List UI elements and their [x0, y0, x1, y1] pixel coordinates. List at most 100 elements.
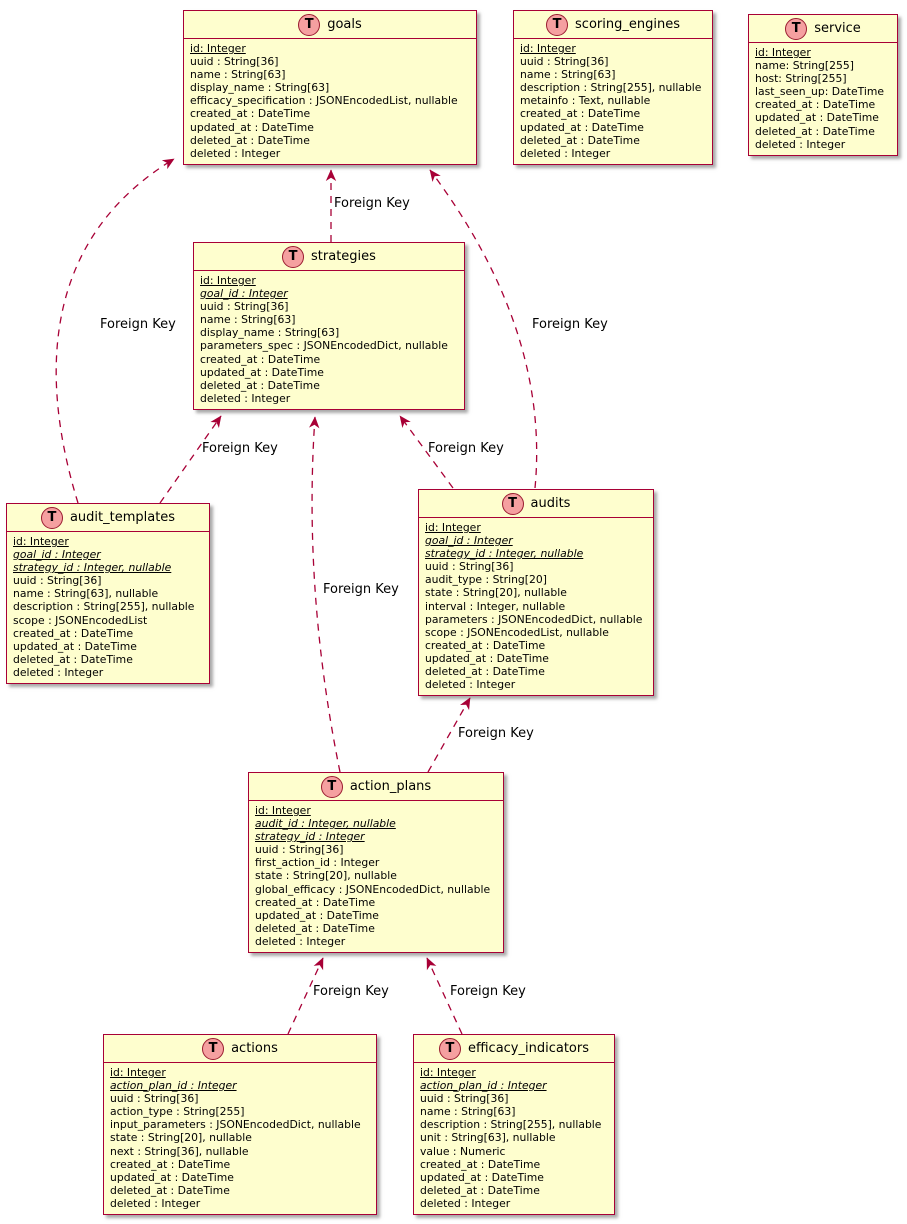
field-row-efficacy_indicators: action_plan_id : Integer [420, 1079, 547, 1093]
field-row-audits: deleted : Integer [425, 678, 516, 692]
field-row-audit_templates: description : String[255], nullable [13, 600, 195, 614]
field-row-audit_templates: name : String[63], nullable [13, 587, 159, 601]
field-row-efficacy_indicators: value : Numeric [420, 1144, 506, 1158]
field-row-audits: audit_type : String[20] [425, 573, 547, 587]
field-row-audits: uuid : String[36] [425, 560, 514, 574]
field-row-actions: input_parameters : JSONEncodedDict, null… [110, 1118, 361, 1132]
fk-arrow-audit_templates-to-strategies [159, 415, 222, 504]
table-type-icon: T [501, 492, 524, 515]
field-row-efficacy_indicators: deleted : Integer [420, 1196, 511, 1210]
field-row-actions: next : String[36], nullable [110, 1144, 249, 1158]
field-row-audit_templates: scope : JSONEncodedList [13, 613, 148, 627]
field-row-scoring_engines: uuid : String[36] [520, 55, 609, 69]
field-row-audits: scope : JSONEncodedList, nullable [425, 625, 609, 639]
field-row-scoring_engines: metainfo : Text, nullable [520, 94, 651, 108]
field-row-strategies: deleted : Integer [200, 391, 291, 405]
table-type-icon: T [282, 245, 305, 268]
table-type-icon: T [40, 506, 63, 529]
field-row-efficacy_indicators: id: Integer [420, 1066, 476, 1079]
fk-label-strategies-to-goals: Foreign Key [334, 196, 410, 211]
field-row-audits: interval : Integer, nullable [425, 599, 566, 613]
field-row-audits: updated_at : DateTime [425, 651, 549, 665]
field-row-audit_templates: id: Integer [13, 535, 69, 548]
field-row-actions: action_type : String[255] [110, 1105, 245, 1119]
field-row-action_plans: state : String[20], nullable [255, 869, 397, 883]
field-row-scoring_engines: deleted_at : DateTime [520, 133, 640, 147]
field-row-strategies: uuid : String[36] [200, 300, 289, 314]
field-row-service: deleted_at : DateTime [755, 124, 875, 138]
field-row-goals: efficacy_specification : JSONEncodedList… [190, 94, 458, 108]
field-row-strategies: display_name : String[63] [200, 326, 340, 340]
field-row-audit_templates: created_at : DateTime [13, 626, 134, 640]
field-row-goals: deleted_at : DateTime [190, 133, 310, 147]
field-row-scoring_engines: description : String[255], nullable [520, 81, 702, 95]
table-title-actions: actions [231, 1041, 278, 1056]
field-row-goals: display_name : String[63] [190, 81, 330, 95]
field-row-actions: uuid : String[36] [110, 1092, 199, 1106]
field-row-service: created_at : DateTime [755, 98, 876, 112]
field-row-audit_templates: goal_id : Integer [13, 548, 101, 562]
field-row-actions: created_at : DateTime [110, 1157, 231, 1171]
field-row-efficacy_indicators: name : String[63] [420, 1105, 516, 1119]
field-row-audits: goal_id : Integer [425, 534, 513, 548]
field-row-audits: created_at : DateTime [425, 638, 546, 652]
field-row-audit_templates: strategy_id : Integer, nullable [13, 561, 172, 575]
field-row-action_plans: strategy_id : Integer [255, 830, 365, 844]
field-row-goals: id: Integer [190, 42, 246, 55]
table-title-strategies: strategies [311, 249, 376, 264]
field-row-action_plans: id: Integer [255, 804, 311, 817]
field-row-efficacy_indicators: deleted_at : DateTime [420, 1183, 540, 1197]
field-row-audit_templates: updated_at : DateTime [13, 639, 137, 653]
table-type-icon: T [438, 1037, 461, 1060]
field-row-scoring_engines: name : String[63] [520, 68, 616, 82]
field-row-actions: id: Integer [110, 1066, 166, 1079]
field-row-action_plans: deleted : Integer [255, 934, 346, 948]
field-row-scoring_engines: id: Integer [520, 42, 576, 55]
field-row-scoring_engines: deleted : Integer [520, 146, 611, 160]
table-title-goals: goals [327, 17, 362, 32]
table-title-audit_templates: audit_templates [69, 510, 176, 525]
table-type-icon: T [202, 1037, 225, 1060]
field-row-action_plans: global_efficacy : JSONEncodedDict, nulla… [255, 882, 491, 896]
field-row-audits: deleted_at : DateTime [425, 665, 545, 679]
fk-label-audit_templates-to-goals: Foreign Key [100, 317, 176, 332]
field-row-action_plans: deleted_at : DateTime [255, 921, 375, 935]
table-title-service: service [814, 21, 861, 36]
table-title-action_plans: action_plans [349, 779, 432, 794]
field-row-audits: strategy_id : Integer, nullable [425, 547, 584, 561]
field-row-action_plans: created_at : DateTime [255, 895, 376, 909]
field-row-efficacy_indicators: updated_at : DateTime [420, 1170, 544, 1184]
field-row-action_plans: uuid : String[36] [255, 843, 344, 857]
table-title-audits: audits [530, 496, 571, 511]
field-row-action_plans: updated_at : DateTime [255, 908, 379, 922]
fk-label-audits-to-strategies: Foreign Key [428, 441, 504, 456]
table-title-scoring_engines: scoring_engines [575, 17, 680, 32]
fk-label-actions-to-action_plans: Foreign Key [313, 984, 389, 999]
field-row-scoring_engines: updated_at : DateTime [520, 120, 644, 134]
field-row-actions: state : String[20], nullable [110, 1131, 252, 1145]
field-row-goals: uuid : String[36] [190, 55, 279, 69]
field-row-service: deleted : Integer [755, 137, 846, 151]
